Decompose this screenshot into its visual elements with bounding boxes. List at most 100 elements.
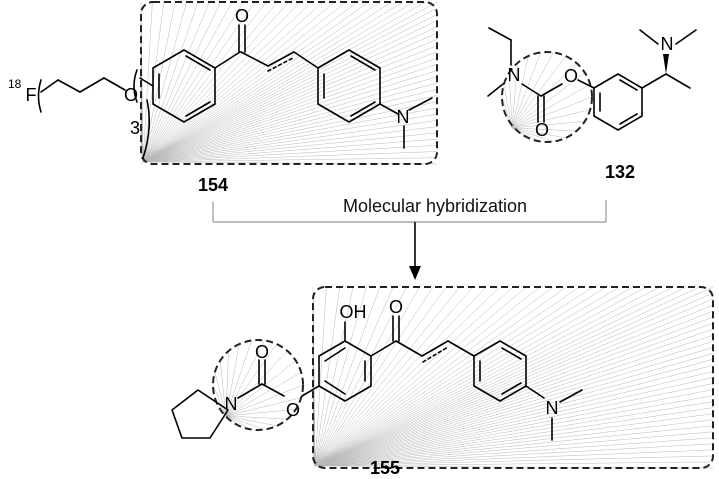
ray-line (142, 1, 335, 163)
atom-o-carbonyl-132: O (535, 120, 549, 140)
ray-line (142, 82, 438, 163)
ray-line (212, 384, 227, 417)
ray-line (314, 443, 714, 467)
ray-line (314, 371, 714, 467)
ray-line (314, 286, 674, 467)
ray-line (142, 1, 301, 163)
ray-line (314, 286, 527, 467)
ray-line (142, 39, 438, 163)
ray-line (314, 286, 380, 467)
arrow-down-icon (409, 266, 421, 280)
ray-line (314, 286, 394, 467)
compound-label-154: 154 (198, 175, 228, 195)
ray-line (314, 431, 714, 467)
ray-line (142, 20, 438, 163)
highlight-circle-155 (212, 339, 304, 431)
ray-line (511, 109, 591, 129)
ray-line (314, 286, 327, 467)
ray-line (140, 151, 144, 163)
atom-o-carbonyl-154: O (235, 6, 249, 26)
ray-line (142, 1, 369, 163)
ray-line (314, 286, 354, 467)
ray-line (511, 72, 586, 129)
atom-o-ester-132: O (564, 66, 578, 86)
ray-line (314, 286, 514, 467)
ray-line (142, 76, 438, 163)
ray-line (511, 62, 518, 129)
ray-line (314, 316, 714, 467)
ray-line (142, 70, 438, 163)
ray-line (314, 395, 714, 467)
ray-line (314, 365, 714, 467)
ray-fan-155-box (312, 286, 714, 469)
ray-line (225, 415, 252, 430)
ray-line (314, 407, 714, 467)
ray-line (225, 372, 302, 417)
ray-line (314, 425, 714, 467)
ray-line (314, 286, 567, 467)
ray-line (142, 1, 233, 163)
ray-line (503, 84, 513, 129)
ray-line (142, 1, 324, 163)
atom-n-dimethylamino-132: N (661, 34, 674, 54)
ray-line (225, 415, 277, 427)
ray-line (142, 1, 347, 163)
ray-line (508, 72, 513, 129)
atom-o-ester-155: O (286, 400, 300, 420)
ray-line (314, 286, 460, 467)
ray-line (314, 286, 580, 467)
ray-line (511, 52, 541, 129)
ray-line (142, 1, 392, 163)
ray-line (142, 1, 426, 163)
ray-line (314, 286, 500, 467)
ray-line (511, 127, 554, 142)
ray-line (225, 350, 229, 417)
compound-154-structure (37, 24, 433, 159)
ray-line (314, 322, 714, 467)
ray-line (314, 286, 700, 467)
ray-line (314, 328, 714, 467)
ray-line (142, 1, 312, 163)
ray-line (511, 121, 585, 129)
ray-line (314, 437, 714, 467)
ray-line (314, 286, 607, 467)
ray-line (314, 353, 714, 467)
atom-n-pyrrolidine-155: N (225, 394, 238, 414)
ray-line (312, 465, 316, 469)
atom-fluorine: F (26, 85, 37, 105)
ray-line (511, 96, 593, 129)
ray-line (140, 157, 144, 163)
ray-line (511, 56, 529, 129)
ray-line (225, 384, 304, 417)
ray-line (142, 138, 438, 163)
ray-line (314, 465, 714, 469)
ray-line (314, 461, 714, 467)
fluorine-isotope-label: 18 (8, 77, 22, 91)
ray-line (314, 286, 447, 467)
ray-fan-154 (140, 1, 438, 165)
ray-line (314, 389, 714, 467)
ray-line (225, 340, 252, 417)
ray-line (314, 455, 714, 467)
ray-line (314, 341, 714, 467)
ray-line (314, 298, 714, 467)
ray-line (142, 1, 210, 163)
atom-n-dimethylamino-154: N (397, 107, 410, 127)
ray-line (225, 409, 296, 417)
ray-line (314, 304, 714, 467)
ray-line (314, 347, 714, 467)
ray-line (314, 286, 434, 467)
ray-line (314, 419, 714, 467)
ray-line (142, 32, 438, 163)
ray-line (142, 1, 381, 163)
atom-o-ether-154: O (124, 85, 138, 105)
atom-n-dimethylamino-155: N (546, 398, 559, 418)
ray-line (142, 120, 438, 163)
highlight-circle-132 (501, 51, 593, 143)
ray-line (142, 1, 278, 163)
ray-line (142, 95, 438, 163)
ray-line (142, 1, 267, 163)
ray-line (314, 286, 554, 467)
atom-o-ketone-155: O (389, 297, 403, 317)
